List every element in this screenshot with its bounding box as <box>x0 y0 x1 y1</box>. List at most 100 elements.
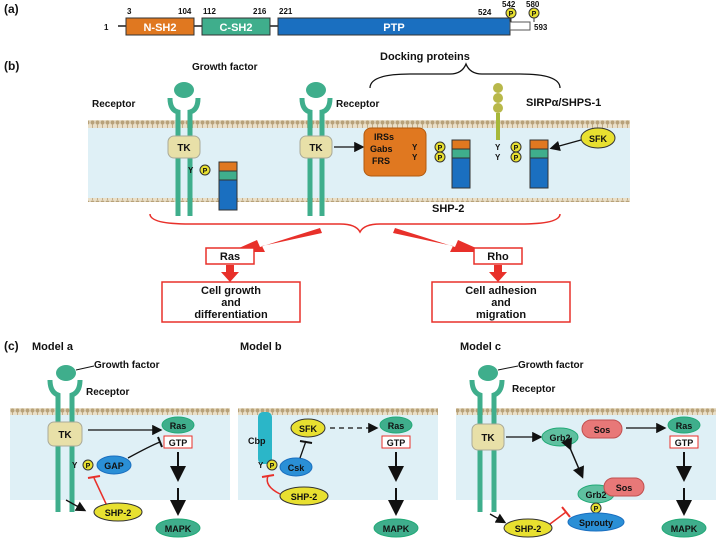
svg-text:GTP: GTP <box>675 438 694 448</box>
pos-112: 112 <box>203 7 216 16</box>
panel-a-label: (a) <box>4 2 19 16</box>
shp2-oval-b <box>279 486 329 506</box>
svg-text:SHP-2: SHP-2 <box>105 508 132 518</box>
svg-text:Model c: Model c <box>460 341 501 353</box>
svg-text:and: and <box>491 297 511 309</box>
svg-text:Rho: Rho <box>487 251 509 263</box>
svg-text:differentiation: differentiation <box>194 309 268 321</box>
pos-524: 524 <box>478 8 492 17</box>
svg-text:P: P <box>594 506 599 513</box>
model-c: Model c Growth factor Receptor TK Grb2 S… <box>456 341 716 538</box>
panel-a: (a) N-SH2 C-SH2 PTP 1 3 104 112 216 221 … <box>4 0 548 36</box>
svg-text:Csk: Csk <box>288 463 306 473</box>
receptor-right-chain-2 <box>319 97 333 216</box>
svg-text:Y: Y <box>412 153 418 162</box>
rho-box <box>473 247 523 265</box>
svg-text:Model a: Model a <box>32 341 74 353</box>
pos-580: 580 <box>526 0 540 9</box>
phospho-icon-b3 <box>434 151 446 163</box>
model-b: Model b Cbp SFK Ras GTP Y P Csk SHP-2 <box>238 341 438 538</box>
svg-text:TK: TK <box>481 433 495 444</box>
svg-text:P: P <box>509 11 514 18</box>
phospho-icon-b1 <box>199 164 211 176</box>
shp2-ptp-right <box>529 157 549 189</box>
receptor-left-chain-1 <box>167 97 181 216</box>
nsh2-domain <box>125 17 195 36</box>
phospho-542-icon <box>505 7 517 19</box>
receptor-left-chain-2 <box>187 97 201 216</box>
svg-text:Model b: Model b <box>240 341 282 353</box>
svg-text:Y: Y <box>258 461 264 470</box>
svg-text:Growth factor: Growth factor <box>94 360 160 371</box>
csk-oval <box>279 457 313 477</box>
growth-outcome-box <box>161 281 301 323</box>
docking-proteins-label: Docking proteins <box>380 51 470 63</box>
ras-oval-a <box>161 416 195 434</box>
svg-text:Grb2: Grb2 <box>549 433 570 443</box>
phospho-580-icon <box>528 7 540 19</box>
panel-b-label: (b) <box>4 59 19 73</box>
pos-104: 104 <box>178 7 192 16</box>
ptp-label: PTP <box>383 22 404 34</box>
ig-domain-2 <box>493 93 503 103</box>
svg-text:GTP: GTP <box>387 438 406 448</box>
red-bracket <box>149 213 561 234</box>
svg-text:Cell adhesion: Cell adhesion <box>465 285 537 297</box>
svg-text:Ras: Ras <box>170 421 187 431</box>
svg-text:Y: Y <box>412 143 418 152</box>
svg-text:Grb2: Grb2 <box>585 490 606 500</box>
svg-text:TK: TK <box>58 430 72 441</box>
sfk-oval-c <box>290 418 326 438</box>
svg-text:MAPK: MAPK <box>165 524 192 534</box>
ras-box <box>205 247 255 265</box>
svg-text:Y: Y <box>495 153 501 162</box>
nsh2-label: N-SH2 <box>143 22 176 34</box>
arrow-to-ras <box>230 228 322 252</box>
growth-factor-a-icon <box>56 365 76 381</box>
svg-text:Y: Y <box>495 143 501 152</box>
svg-text:Receptor: Receptor <box>512 384 555 395</box>
svg-text:FRS: FRS <box>372 156 390 166</box>
svg-text:Sos: Sos <box>616 483 633 493</box>
svg-text:Growth factor: Growth factor <box>518 360 584 371</box>
gap-oval <box>96 455 132 475</box>
pos-3: 3 <box>127 7 132 16</box>
cbp-bar <box>258 412 272 464</box>
svg-text:SHP-2: SHP-2 <box>291 492 318 502</box>
shp2-ptp-center <box>451 157 471 189</box>
receptor-right-chain-1 <box>299 97 313 216</box>
shp2-oval-c <box>503 518 553 538</box>
receptor-right-label: Receptor <box>336 99 379 110</box>
svg-text:Ras: Ras <box>676 421 693 431</box>
gtp-box-a <box>163 435 193 449</box>
svg-text:Y: Y <box>188 166 194 175</box>
growth-factor-c-icon <box>478 365 498 381</box>
pos-221: 221 <box>279 7 293 16</box>
svg-text:P: P <box>438 155 443 162</box>
tk-left-label: TK <box>177 143 191 154</box>
pos-216: 216 <box>253 7 267 16</box>
tk-right-box <box>299 135 333 159</box>
svg-text:P: P <box>514 145 519 152</box>
svg-text:SHP-2: SHP-2 <box>515 524 542 534</box>
tk-right-label: TK <box>309 143 323 154</box>
shp2-label-b: SHP-2 <box>432 203 464 215</box>
gtp-box-b <box>381 435 411 449</box>
phospho-icon-b5 <box>510 151 522 163</box>
sfk-oval-b <box>580 127 616 149</box>
svg-text:MAPK: MAPK <box>383 524 410 534</box>
svg-text:P: P <box>532 11 537 18</box>
svg-text:IRSs: IRSs <box>374 132 394 142</box>
svg-text:Cell growth: Cell growth <box>201 285 261 297</box>
svg-text:GTP: GTP <box>169 438 188 448</box>
sos-lower-pill <box>603 477 645 497</box>
svg-text:Cbp: Cbp <box>248 436 266 446</box>
gtp-box-c <box>669 435 699 449</box>
arrow-to-rho <box>393 228 485 252</box>
shp2-ptp-left <box>218 179 238 211</box>
svg-text:Receptor: Receptor <box>86 387 129 398</box>
svg-text:Sos: Sos <box>594 425 611 435</box>
ig-domain-3 <box>493 103 503 113</box>
mapk-oval-a <box>155 518 201 538</box>
